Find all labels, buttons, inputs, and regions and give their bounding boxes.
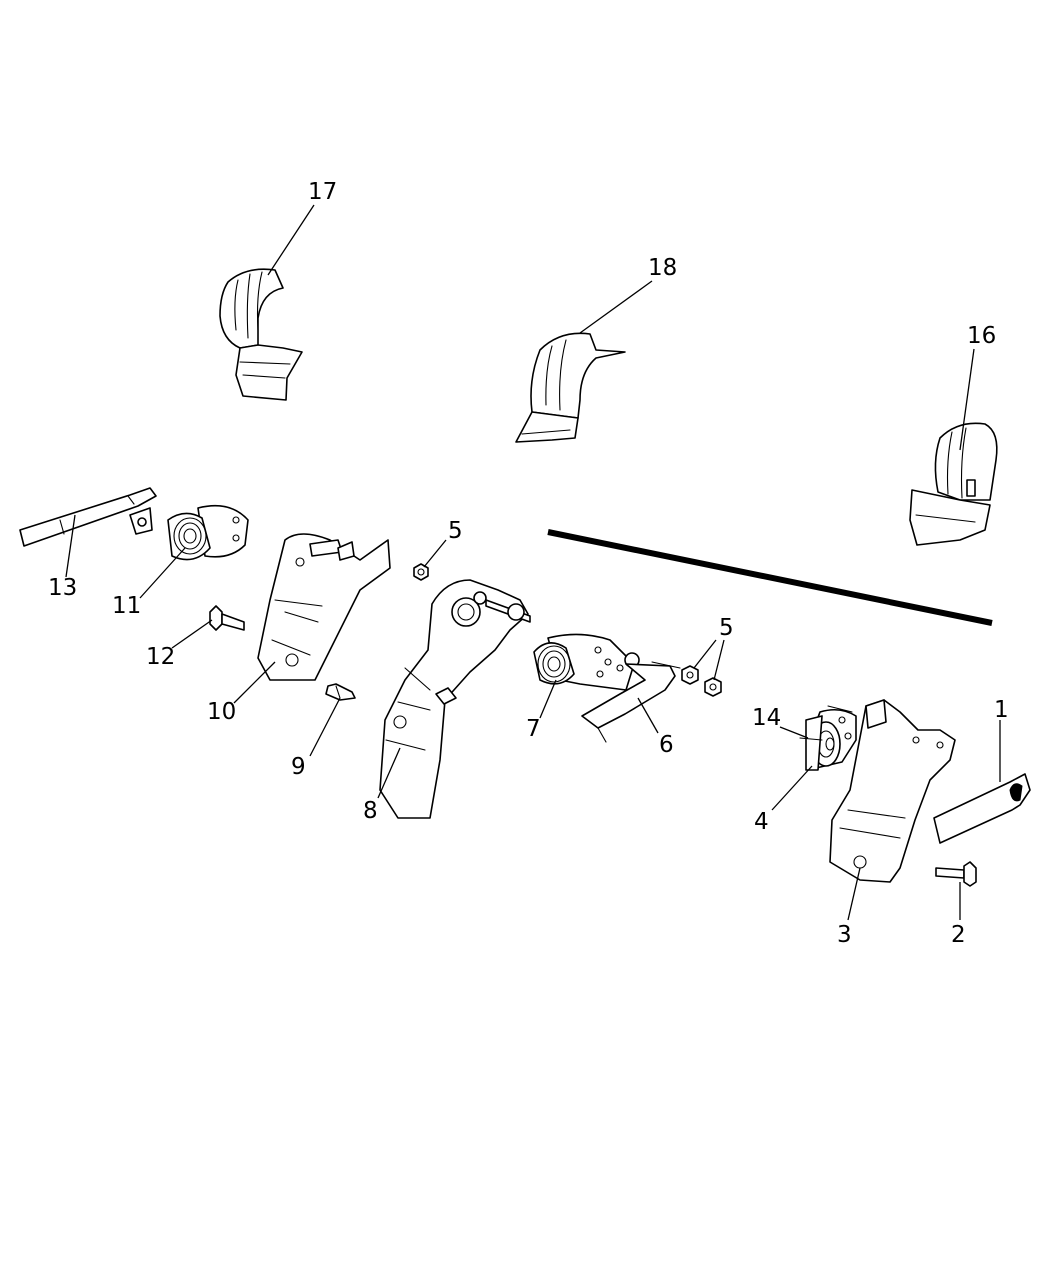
part-8-main-bracket: [379, 579, 531, 819]
callout-18: 18: [648, 255, 677, 281]
callout-labels: 17 18 16 13 11 12 10 9 8 5 7 6 5 14 4 3 …: [48, 179, 1009, 948]
callout-5b: 5: [719, 615, 734, 641]
callout-12: 12: [146, 644, 175, 670]
leader-10: [233, 661, 276, 704]
callout-4: 4: [754, 809, 769, 835]
leader-9: [309, 697, 341, 757]
leader-7: [539, 679, 557, 719]
leader-5b-1: [693, 639, 717, 669]
leader-8: [377, 747, 401, 799]
leader-5a: [423, 539, 447, 568]
callout-14: 14: [752, 705, 781, 731]
callout-11: 11: [112, 593, 141, 619]
leader-4: [771, 765, 813, 811]
part-9-stud: [325, 683, 356, 701]
callout-8: 8: [363, 798, 378, 824]
part-11-spring-assembly: [167, 504, 249, 561]
part-7-spring-assembly: [533, 633, 635, 691]
callout-1: 1: [994, 697, 1009, 723]
part-14-pin: [799, 705, 853, 741]
leader-17: [267, 204, 315, 276]
callout-7: 7: [526, 716, 541, 742]
callout-9: 9: [291, 754, 306, 780]
part-16-hinge-cover: [909, 422, 998, 546]
part-13-release-lever: [19, 487, 157, 547]
callout-3: 3: [837, 922, 852, 948]
part-18-hinge-cover: [515, 332, 626, 443]
part-5-nut-c: [704, 677, 722, 697]
part-5-nut-b: [681, 665, 699, 685]
leader-13: [65, 514, 76, 578]
part-3-bracket: [829, 699, 956, 883]
leader-6: [637, 697, 659, 734]
callout-16: 16: [967, 323, 996, 349]
part-4-recliner-mechanism: [805, 708, 857, 771]
callout-13: 13: [48, 575, 77, 601]
callout-17: 17: [308, 179, 337, 205]
leader-3: [847, 867, 861, 921]
part-1-release-lever: [933, 773, 1031, 844]
leader-5b-2: [713, 639, 725, 681]
callout-10: 10: [207, 699, 236, 725]
part-17-hinge-cover: [219, 268, 303, 401]
leader-16: [959, 348, 975, 451]
callout-6: 6: [659, 732, 674, 758]
part-10-bracket: [257, 533, 391, 681]
part-6-link-lever: [581, 652, 681, 743]
part-12-bolt: [209, 605, 245, 631]
leader-14: [779, 726, 809, 739]
callout-5a: 5: [448, 518, 463, 544]
callout-2: 2: [951, 922, 966, 948]
leader-18: [579, 280, 653, 334]
leader-11: [139, 547, 186, 599]
part-2-bolt: [935, 861, 977, 887]
rod: [547, 529, 993, 626]
leader-12: [171, 619, 213, 649]
part-5-nut-a: [413, 563, 429, 581]
leader-lines: [65, 204, 1001, 921]
